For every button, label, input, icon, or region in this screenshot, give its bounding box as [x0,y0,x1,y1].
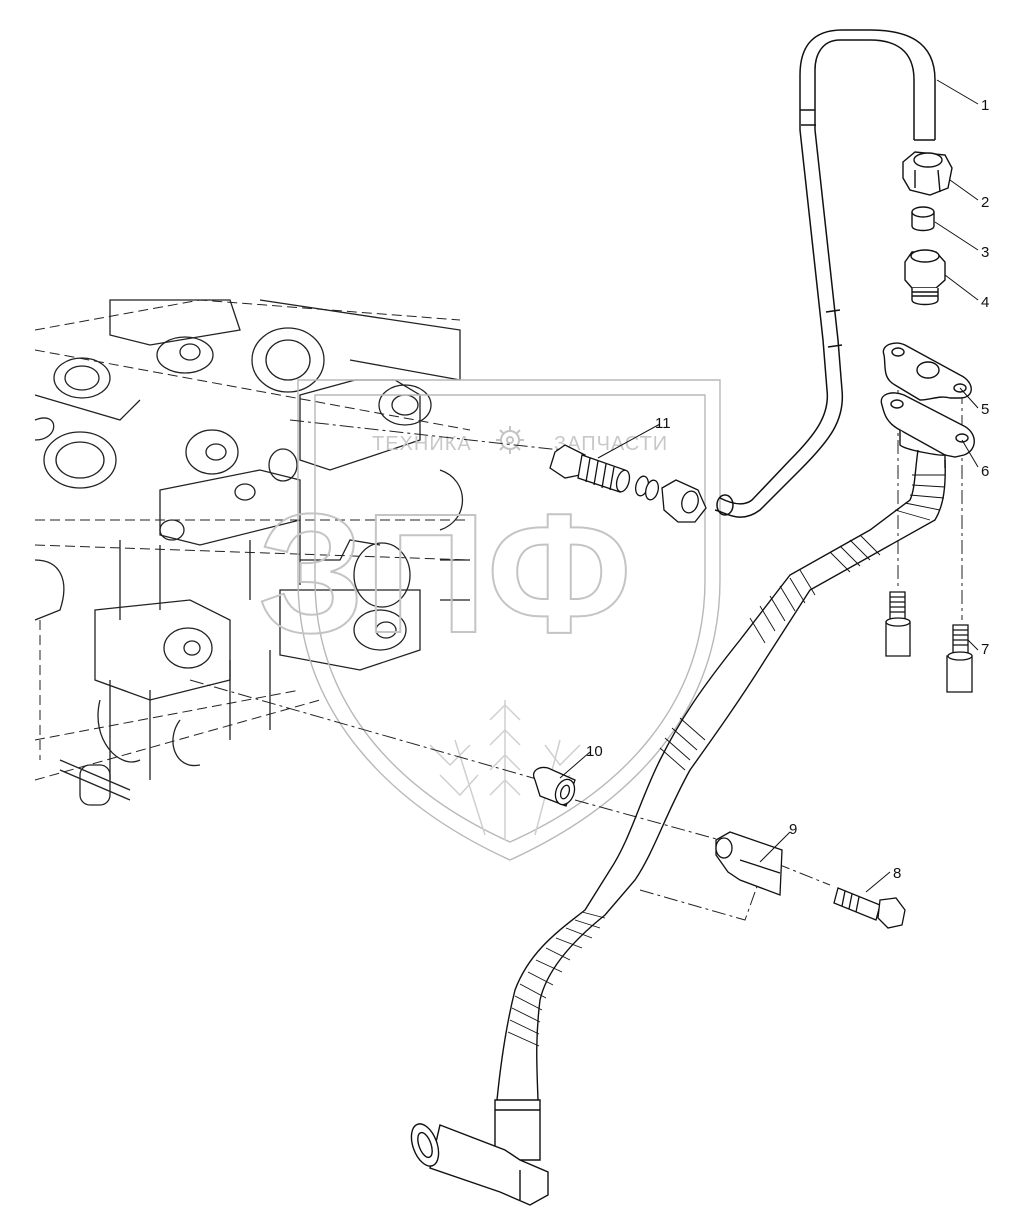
callout-7: 7 [981,641,989,658]
part-5-gasket [882,342,972,401]
part-4-union [904,249,946,306]
part-2-nut [902,151,953,196]
part-7-stud [885,591,911,657]
callout-10: 10 [586,743,603,760]
part-1-oil-pipe [714,29,936,518]
part-7-stud-second [946,624,973,693]
callout-6: 6 [981,463,989,480]
watermark-logo: ЗПФ ТЕХНИКА ЗАПЧАСТИ [257,379,721,861]
callout-11: 11 [655,415,671,432]
part-9-bracket [715,831,783,896]
callout-9: 9 [789,821,797,838]
callout-3: 3 [981,244,989,261]
part-10-sleeve [533,766,576,807]
callout-4: 4 [981,294,989,311]
part-3-ring [911,206,935,232]
callout-2: 2 [981,194,989,211]
callout-8: 8 [893,865,901,882]
callout-1: 1 [981,97,989,114]
watermark-right-text: ЗАПЧАСТИ [554,433,668,455]
part-11-adapter [549,444,707,523]
gear-icon [496,426,524,454]
part-6-flexible-hose [410,392,975,1206]
part-8-bolt [833,887,906,929]
watermark-letters: ЗПФ [258,479,632,669]
callout-5: 5 [981,401,989,418]
leader-lines [559,79,979,893]
hose-corrugations [507,474,946,1047]
callout-labels: 1 2 3 4 5 6 7 8 9 10 11 [586,97,989,882]
watermark-left-text: ТЕХНИКА [372,433,472,455]
